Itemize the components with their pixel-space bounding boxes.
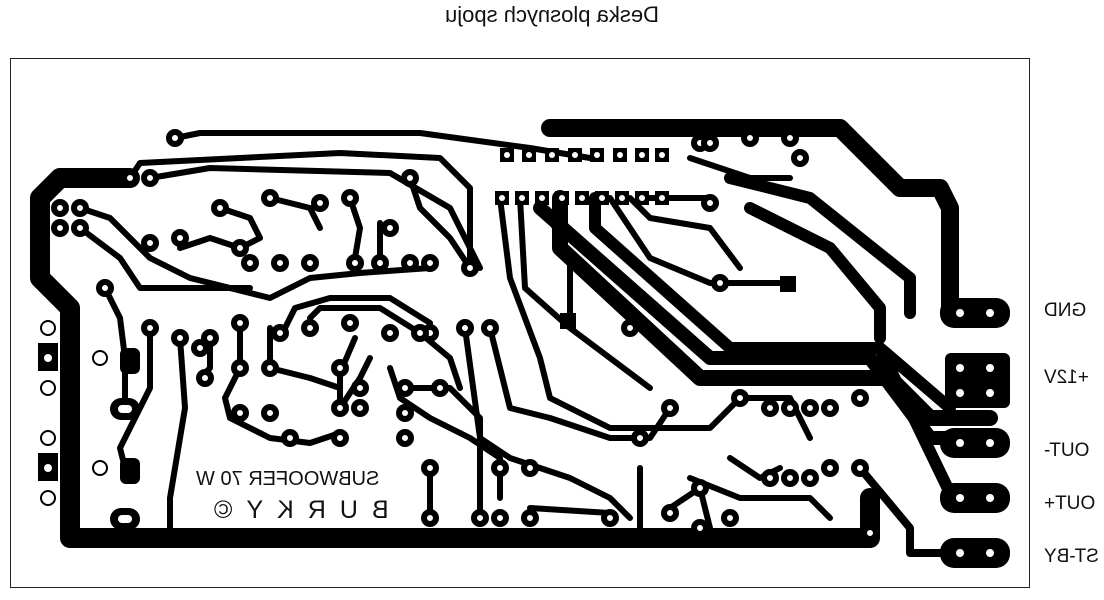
connector-label-12v: +12V (1044, 367, 1089, 388)
connector-label-standby: ST-BY (1044, 546, 1099, 567)
board-silkscreen-author: BURKY© (200, 496, 389, 524)
output-channel-trace (724, 172, 916, 344)
connector-label-gnd: GND (1044, 300, 1087, 321)
pcb-copper-layout (30, 119, 1010, 568)
page-title: Deska plosnych spoju (444, 2, 659, 27)
output-pads (940, 298, 1010, 568)
component-pads (51, 129, 879, 542)
connector-label-out-plus: OUT+ (1044, 493, 1096, 514)
board-silkscreen-model: SUBWOOFER 70 W (196, 468, 380, 490)
connector-label-out-minus: OUT- (1044, 440, 1090, 461)
input-connector-pads (38, 320, 140, 530)
